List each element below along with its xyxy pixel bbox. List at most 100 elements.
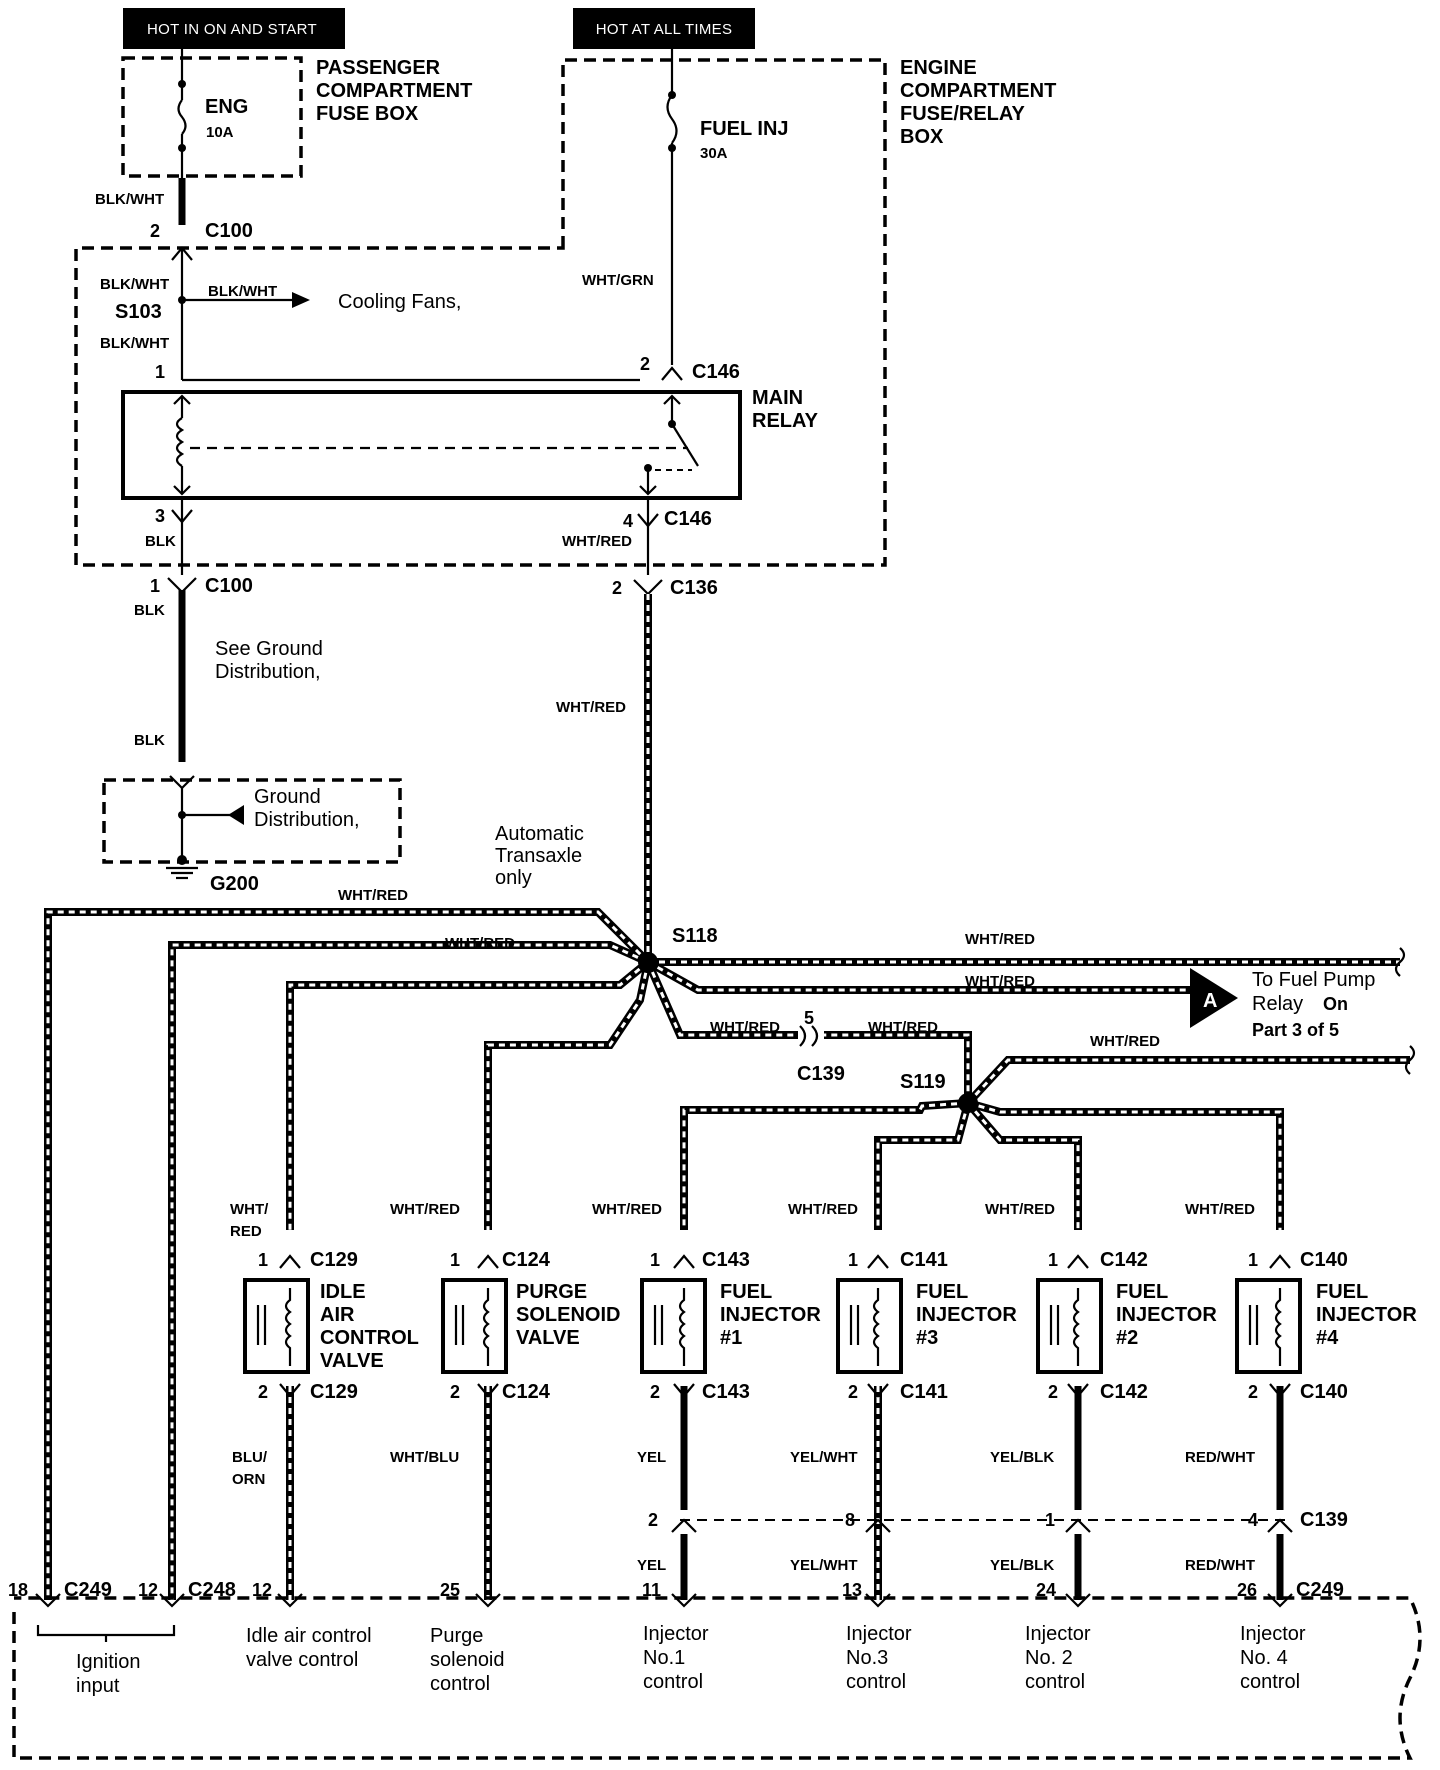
engine-fuse-relay-box-outline — [74, 58, 887, 567]
iac-name-3: CONTROL — [320, 1327, 419, 1349]
fuel-inj-fuse-icon — [666, 94, 678, 144]
inj4-function-3: control — [1240, 1671, 1300, 1693]
inj3-coil-icon — [872, 1288, 880, 1366]
connector-c139-lower: C139 — [1300, 1509, 1348, 1531]
connector-c249-left: C249 — [64, 1579, 112, 1601]
inj2-name-2: INJECTOR — [1116, 1304, 1217, 1326]
iac-connector-top: C129 — [310, 1249, 358, 1271]
inj1-name-2: INJECTOR — [720, 1304, 821, 1326]
connector-c248: C248 — [188, 1579, 236, 1601]
ground-symbol-icon — [166, 866, 198, 880]
iac-pin-2: 2 — [258, 1382, 268, 1402]
wire-label-wht-red-7: WHT/RED — [710, 1019, 780, 1036]
injector-control-wires — [286, 1386, 1284, 1600]
hot-in-on-start-label: HOT IN ON AND START — [147, 21, 317, 38]
wht-red-harness — [44, 594, 1410, 1600]
ground-g200: G200 — [210, 873, 259, 895]
ecm-pin-inj2: 24 — [1036, 1580, 1056, 1600]
inj4-pin-2: 2 — [1248, 1382, 1258, 1402]
ecm-pin-iac: 12 — [252, 1580, 272, 1600]
wire-label-wht-red-8: WHT/RED — [868, 1019, 938, 1036]
wire-break-icon-1 — [1394, 947, 1406, 977]
relay-pin-2: 2 — [640, 354, 650, 374]
inj4-name-1: FUEL — [1316, 1281, 1368, 1303]
inj4-name-3: #4 — [1316, 1327, 1339, 1349]
inj2-function-3: control — [1025, 1671, 1085, 1693]
engine-fuse-box-title-3: FUSE/RELAY — [900, 103, 1026, 125]
wire-label-blk-3: BLK — [134, 732, 165, 749]
inj1-c139-pin: 2 — [648, 1510, 658, 1530]
eng-fuse-name: ENG — [205, 96, 248, 118]
purge-coil-icon — [482, 1288, 490, 1366]
wire-label-blk-wht-1: BLK/WHT — [95, 191, 164, 208]
purge-connector-bottom: C124 — [502, 1381, 551, 1403]
ecm-pin-inj4: 26 — [1237, 1580, 1257, 1600]
inj3-function-3: control — [846, 1671, 906, 1693]
engine-fuse-box-title-4: BOX — [900, 126, 944, 148]
purge-lower-wire: WHT/BLU — [390, 1449, 459, 1466]
inj3-lower-wire-2: YEL/WHT — [790, 1557, 858, 1574]
inj4-function-2: No. 4 — [1240, 1647, 1288, 1669]
iac-function-1: Idle air control — [246, 1625, 372, 1647]
wire-label-blk-1: BLK — [145, 533, 176, 550]
inj3-name-3: #3 — [916, 1327, 938, 1349]
inj4-connector-bottom: C140 — [1300, 1381, 1348, 1403]
ecm-pin-12-c248: 12 — [138, 1580, 158, 1600]
passenger-fuse-box-outline — [121, 56, 303, 178]
purge-function-3: control — [430, 1673, 490, 1695]
component-fuel-injector-2: WHT/RED 1 C142 FUEL INJECTOR #2 2 C142 Y… — [985, 1201, 1217, 1574]
ignition-input-bracket — [36, 1625, 176, 1637]
component-purge-solenoid-valve: WHT/RED 1 C124 PURGE SOLENOID VALVE 2 C1… — [390, 1201, 620, 1466]
pin-c100-1: 1 — [150, 576, 160, 596]
hot-at-all-times-label: HOT AT ALL TIMES — [596, 21, 733, 38]
inj3-function-1: Injector — [846, 1623, 912, 1645]
eng-fuse-icon — [177, 99, 187, 135]
iac-upper-wire-1: WHT/ — [230, 1201, 269, 1218]
wire-label-blk-wht-2: BLK/WHT — [100, 276, 169, 293]
connector-c100-top: C100 — [205, 220, 253, 242]
connector-c136: C136 — [670, 577, 718, 599]
fuel-pump-badge — [1190, 968, 1238, 1028]
iac-lower-wire-2: ORN — [232, 1471, 265, 1488]
inj1-function-2: No.1 — [643, 1647, 685, 1669]
inj2-name-3: #2 — [1116, 1327, 1138, 1349]
inj3-pin-2: 2 — [848, 1382, 858, 1402]
inj2-connector-top: C142 — [1100, 1249, 1148, 1271]
inj3-lower-wire-1: YEL/WHT — [790, 1449, 858, 1466]
inj1-connector-bottom: C143 — [702, 1381, 750, 1403]
relay-coil-icon — [175, 417, 185, 467]
wire-label-wht-red-5: WHT/RED — [965, 931, 1035, 948]
inj4-lower-wire-1: RED/WHT — [1185, 1449, 1255, 1466]
ground-distribution-box — [102, 778, 402, 864]
main-relay-box — [121, 390, 742, 500]
iac-name-2: AIR — [320, 1304, 355, 1326]
wire-label-wht-red-3: WHT/RED — [338, 887, 408, 904]
inj3-function-2: No.3 — [846, 1647, 888, 1669]
purge-name-3: VALVE — [516, 1327, 580, 1349]
hot-in-on-start-badge — [123, 8, 345, 49]
ecm-pin-purge: 25 — [440, 1580, 460, 1600]
main-relay-title-2: RELAY — [752, 410, 819, 432]
ground-distribution-arrow-icon — [228, 805, 244, 825]
cooling-fans-label: Cooling Fans, — [338, 291, 461, 313]
purge-name-1: PURGE — [516, 1281, 587, 1303]
inj4-c139-pin: 4 — [1248, 1510, 1258, 1530]
wire-label-blk-2: BLK — [134, 602, 165, 619]
inj1-name-3: #1 — [720, 1327, 742, 1349]
inj3-connector-bottom: C141 — [900, 1381, 948, 1403]
ground-distribution-label-1: Ground — [254, 786, 321, 808]
purge-name-2: SOLENOID — [516, 1304, 620, 1326]
inj3-connector-top: C141 — [900, 1249, 948, 1271]
inj4-pin-1: 1 — [1248, 1250, 1258, 1270]
inj4-connector-top: C140 — [1300, 1249, 1348, 1271]
inj3-name-1: FUEL — [916, 1281, 968, 1303]
wire-label-blk-wht-4: BLK/WHT — [208, 283, 277, 300]
engine-fuse-box-title-1: ENGINE — [900, 57, 977, 79]
inj2-function-1: Injector — [1025, 1623, 1091, 1645]
relay-switch-icon — [671, 423, 699, 467]
fuel-pump-label-2: Relay — [1252, 993, 1303, 1015]
inj2-c139-pin: 1 — [1045, 1510, 1055, 1530]
fuel-pump-badge-letter: A — [1203, 990, 1217, 1012]
c139-connector-icon — [799, 1025, 807, 1047]
